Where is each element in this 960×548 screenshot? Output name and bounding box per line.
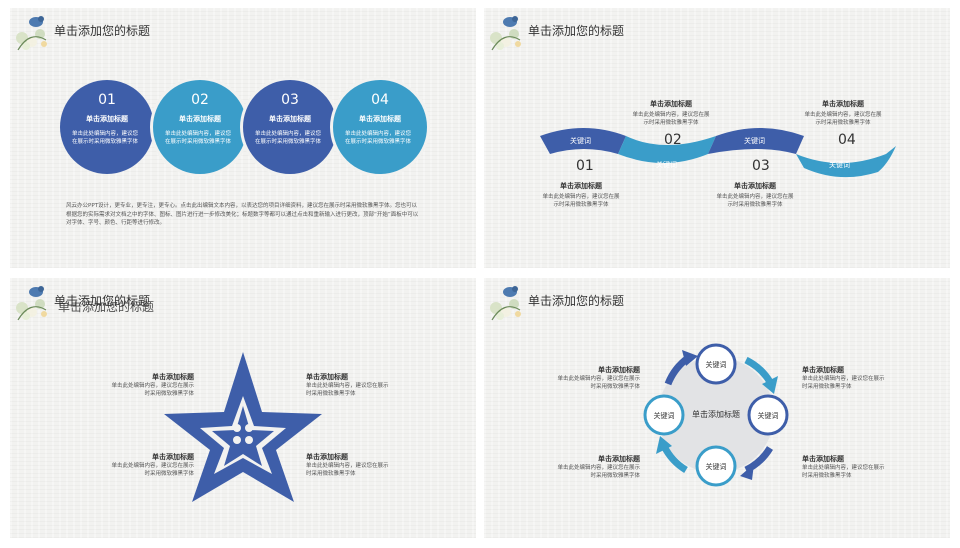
keyword-label: 关键词 <box>829 161 850 169</box>
flower-bird-icon <box>490 16 521 51</box>
ribbon-segment-1 <box>540 128 626 154</box>
step-circle-4[interactable]: 04 单击添加标题 单击此处编辑内容，建议您在展示时采用微软雅黑字体 <box>330 77 430 177</box>
cycle-diagram <box>643 343 789 487</box>
slide-2[interactable]: 单击添加您的标题 关键词 关键词 关键词 关键词 01 02 03 04 单击添… <box>484 8 950 268</box>
flower-bird-icon <box>16 286 47 321</box>
item-desc[interactable]: 单击此处编辑内容，建议您在展示时采用微软雅黑字体 <box>306 383 389 397</box>
item-title[interactable]: 单击添加标题 <box>306 373 348 381</box>
slide-4[interactable]: 单击添加您的标题 单击添加标题 关键词 关键词 关键词 关键词 单击添加标题 单… <box>484 278 950 538</box>
slide-title[interactable]: 单击添加您的标题 <box>54 24 151 38</box>
slide-title[interactable]: 单击添加您的标题 <box>54 294 151 308</box>
item-title[interactable]: 单击添加标题 <box>560 182 602 190</box>
keyword-label: 关键词 <box>744 137 765 145</box>
item-desc[interactable]: 单击此处编辑内容，建议您在展示时采用微软雅黑字体 <box>802 465 885 479</box>
keyword-label: 关键词 <box>570 137 591 145</box>
star-graphic <box>164 352 322 502</box>
body-paragraph[interactable]: 风云办公PPT设计，更专业，更专注，更专心。点击此出编辑文本内容，以表达您的项目… <box>66 203 419 226</box>
step-number: 03 <box>281 92 299 108</box>
step-title: 单击添加标题 <box>179 115 221 123</box>
item-title[interactable]: 单击添加标题 <box>598 455 640 463</box>
slide-title-shadow: 单击添加您的标题 <box>58 300 155 314</box>
step-title: 单击添加标题 <box>269 115 311 123</box>
slide-title[interactable]: 单击添加您的标题 <box>528 24 625 38</box>
step-number: 03 <box>752 158 770 174</box>
center-title[interactable]: 单击添加标题 <box>692 410 740 419</box>
slide-1[interactable]: 单击添加您的标题 01 单击添加标题 单击此处编辑内容，建议您在展示时采用微软雅… <box>10 8 476 268</box>
ribbon-segment-4 <box>796 146 896 178</box>
step-desc: 单击此处编辑内容，建议您在展示时采用微软雅黑字体 <box>165 131 232 145</box>
step-number: 01 <box>576 158 594 174</box>
step-desc: 单击此处编辑内容，建议您在展示时采用微软雅黑字体 <box>345 131 412 145</box>
step-desc: 单击此处编辑内容，建议您在展示时采用微软雅黑字体 <box>255 131 322 145</box>
item-title[interactable]: 单击添加标题 <box>802 455 844 463</box>
ribbon-segment-3 <box>708 128 804 154</box>
item-desc[interactable]: 单击此处编辑内容，建议您在展示时采用微软雅黑字体 <box>716 194 794 208</box>
item-desc[interactable]: 单击此处编辑内容，建议您在展示时采用微软雅黑字体 <box>557 376 640 390</box>
item-title[interactable]: 单击添加标题 <box>306 453 348 461</box>
item-desc[interactable]: 单击此处编辑内容，建议您在展示时采用微软雅黑字体 <box>306 463 389 477</box>
step-circle-3[interactable]: 03 单击添加标题 单击此处编辑内容，建议您在展示时采用微软雅黑字体 <box>240 77 340 177</box>
item-title[interactable]: 单击添加标题 <box>650 100 692 108</box>
step-title: 单击添加标题 <box>359 115 401 123</box>
item-title[interactable]: 单击添加标题 <box>598 366 640 374</box>
item-title[interactable]: 单击添加标题 <box>734 182 776 190</box>
step-desc: 单击此处编辑内容，建议您在展示时采用微软雅黑字体 <box>72 131 139 145</box>
step-number: 02 <box>191 92 209 108</box>
item-desc[interactable]: 单击此处编辑内容，建议您在展示时采用微软雅黑字体 <box>802 376 885 390</box>
step-number: 02 <box>664 132 682 148</box>
item-title[interactable]: 单击添加标题 <box>152 373 194 381</box>
step-circle-1[interactable]: 01 单击添加标题 单击此处编辑内容，建议您在展示时采用微软雅黑字体 <box>60 80 154 174</box>
item-desc[interactable]: 单击此处编辑内容，建议您在展示时采用微软雅黑字体 <box>111 463 194 477</box>
step-circle-2[interactable]: 02 单击添加标题 单击此处编辑内容，建议您在展示时采用微软雅黑字体 <box>150 77 250 177</box>
wave-ribbon <box>540 128 896 178</box>
keyword-label: 关键词 <box>656 161 677 169</box>
step-number: 01 <box>98 92 116 108</box>
step-number: 04 <box>371 92 389 108</box>
item-desc[interactable]: 单击此处编辑内容，建议您在展示时采用微软雅黑字体 <box>632 112 710 126</box>
flower-bird-icon <box>16 16 47 51</box>
item-desc[interactable]: 单击此处编辑内容，建议您在展示时采用微软雅黑字体 <box>542 194 620 208</box>
item-title[interactable]: 单击添加标题 <box>822 100 864 108</box>
item-desc[interactable]: 单击此处编辑内容，建议您在展示时采用微软雅黑字体 <box>111 383 194 397</box>
slide-title[interactable]: 单击添加您的标题 <box>528 294 625 308</box>
keyword-node[interactable]: 关键词 <box>705 361 727 369</box>
step-title: 单击添加标题 <box>86 115 128 123</box>
item-title[interactable]: 单击添加标题 <box>152 453 194 461</box>
keyword-node[interactable]: 关键词 <box>757 412 779 420</box>
ribbon-segment-2 <box>618 136 716 163</box>
item-desc[interactable]: 单击此处编辑内容，建议您在展示时采用微软雅黑字体 <box>557 465 640 479</box>
item-desc[interactable]: 单击此处编辑内容，建议您在展示时采用微软雅黑字体 <box>804 112 882 126</box>
keyword-node[interactable]: 关键词 <box>653 412 675 420</box>
keyword-node[interactable]: 关键词 <box>705 463 727 471</box>
slide-3[interactable]: 单击添加您的标题 单击添加您的标题 单击添加标题 单击此处编辑内容，建议您在展示… <box>10 278 476 538</box>
step-number: 04 <box>838 132 856 148</box>
item-title[interactable]: 单击添加标题 <box>802 366 844 374</box>
flower-bird-icon <box>490 286 521 321</box>
